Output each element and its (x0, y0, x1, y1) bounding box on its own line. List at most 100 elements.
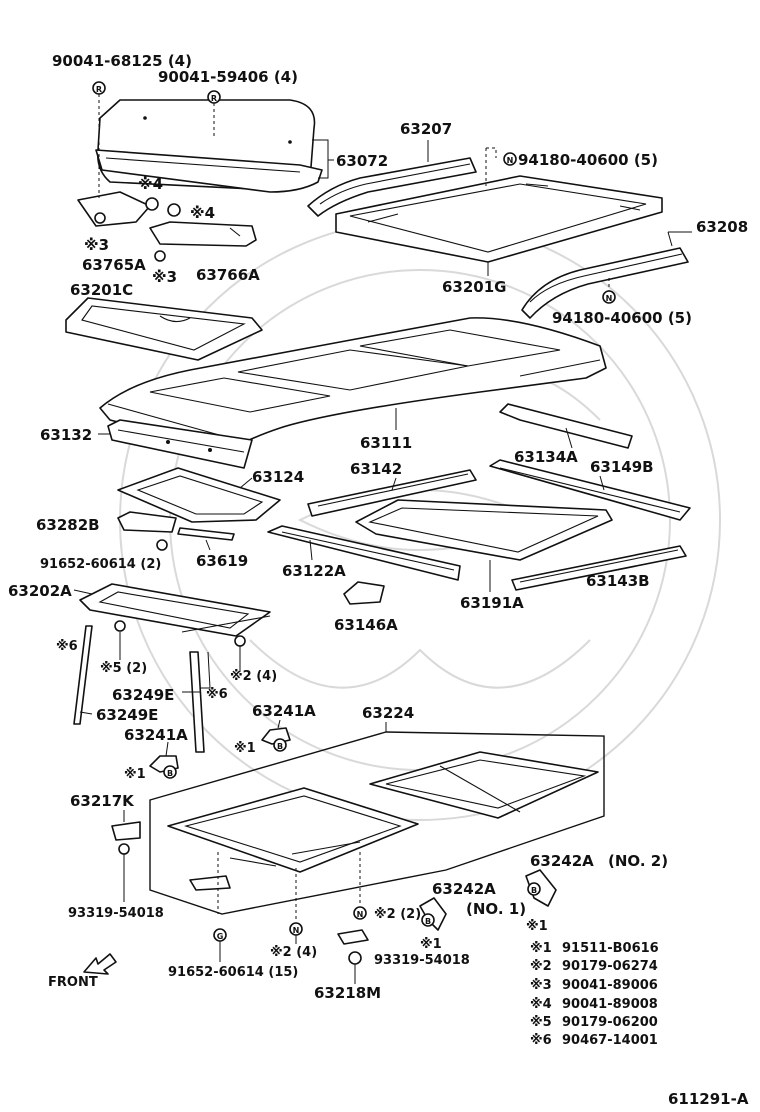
frame-63124 (117, 467, 281, 523)
callout-mark-3a: ※3 (84, 236, 109, 254)
bolt-2-upper (234, 635, 246, 647)
callout-91652-60614-2: 91652-60614 (2) (40, 557, 161, 572)
svg-text:R: R (211, 94, 217, 103)
svg-text:B: B (167, 769, 173, 778)
legend-part-3: 90041-89006 (562, 978, 658, 993)
rail-63207 (307, 157, 477, 217)
callout-63249e-right: 63249E (112, 686, 174, 704)
callout-63242a-no1: 63242A (432, 880, 496, 898)
callout-63072: 63072 (336, 152, 388, 170)
rail-63122a (267, 525, 461, 581)
svg-text:N: N (357, 910, 364, 919)
svg-text:B: B (531, 886, 537, 895)
callout-63202a: 63202A (8, 582, 72, 600)
bolt-b-no2 (527, 882, 541, 896)
callout-mark-2-lower: ※2 (4) (270, 945, 317, 960)
bolt-5 (114, 620, 126, 632)
callout-mark-1-right: ※1 (234, 741, 256, 756)
legend-mark-3: ※3 (530, 978, 552, 993)
rail-63142 (307, 469, 477, 517)
callout-mark-2-upper: ※2 (4) (230, 669, 277, 684)
bolt-b-left (163, 765, 177, 779)
callout-mark-1-left: ※1 (124, 767, 146, 782)
callout-no2: (NO. 2) (608, 852, 668, 870)
callout-mark-6b: ※6 (206, 687, 228, 702)
callout-63132: 63132 (40, 426, 92, 444)
cable-63619 (177, 527, 235, 541)
callout-mark-1-no2: ※1 (526, 919, 548, 934)
callout-93319-54018-left: 93319-54018 (68, 906, 164, 921)
callout-94180-40600-right: 94180-40600 (5) (552, 309, 692, 327)
clip-4b (167, 203, 181, 217)
callout-63208: 63208 (696, 218, 748, 236)
callout-mark-6a: ※6 (56, 639, 78, 654)
rail-63208 (521, 247, 689, 319)
legend-mark-5: ※5 (530, 1015, 552, 1030)
headliner-63111 (99, 317, 607, 451)
callout-63149b: 63149B (590, 458, 654, 476)
clip-63218m (337, 929, 369, 945)
svg-text:N: N (507, 156, 514, 165)
legend-mark-1: ※1 (530, 941, 552, 956)
legend-part-1: 91511-B0616 (562, 941, 659, 956)
bracket-63765a (77, 191, 151, 227)
callout-63217k: 63217K (70, 792, 135, 810)
callout-63191a: 63191A (460, 594, 524, 612)
bracket-63766a (149, 221, 257, 262)
cable-63249e-right (189, 651, 205, 753)
callout-63218m: 63218M (314, 984, 381, 1002)
motor-63282b (117, 511, 177, 551)
callout-mark-5: ※5 (2) (100, 661, 147, 676)
legend-part-2: 90179-06274 (562, 959, 658, 974)
callout-63146a: 63146A (334, 616, 398, 634)
legend-part-5: 90179-06200 (562, 1015, 658, 1030)
svg-text:G: G (217, 932, 224, 941)
callout-91652-60614-15: 91652-60614 (15) (168, 965, 298, 980)
callout-63201g: 63201G (442, 278, 507, 296)
svg-text:R: R (96, 85, 102, 94)
svg-text:B: B (277, 742, 283, 751)
bolt-b-no1 (421, 913, 435, 927)
panel-63201g (335, 175, 663, 263)
callout-mark-2-mid: ※2 (2) (374, 907, 421, 922)
legend-mark-6: ※6 (530, 1033, 552, 1048)
callout-63201c: 63201C (70, 281, 133, 299)
callout-63619: 63619 (196, 552, 248, 570)
tray-outline-63224 (149, 731, 605, 915)
callout-94180-40600-top: 94180-40600 (5) (518, 151, 658, 169)
callout-90041-59406: 90041-59406 (4) (158, 68, 298, 86)
callout-63142: 63142 (350, 460, 402, 478)
callout-63134a: 63134A (514, 448, 578, 466)
clip-4a (145, 197, 159, 211)
glass-frame-lower (167, 787, 419, 873)
callout-63224: 63224 (362, 704, 414, 722)
callout-63124: 63124 (252, 468, 304, 486)
callout-63282b: 63282B (36, 516, 100, 534)
bolt-s-left (118, 843, 130, 855)
clip-63217k (111, 821, 141, 841)
callout-63241a-right: 63241A (252, 702, 316, 720)
callout-mark-1-no1: ※1 (420, 937, 442, 952)
cable-63249e-left (73, 625, 93, 725)
legend-part-4: 90041-89008 (562, 997, 658, 1012)
callout-63765a: 63765A (82, 256, 146, 274)
legend-mark-4: ※4 (530, 997, 552, 1012)
callout-93319-54018-mid: 93319-54018 (374, 953, 470, 968)
svg-text:N: N (606, 294, 613, 303)
trim-63132 (107, 419, 253, 469)
callout-90041-68125: 90041-68125 (4) (52, 52, 192, 70)
legend: ※1 91511-B0616 ※2 90179-06274 ※3 90041-8… (530, 941, 659, 1048)
callout-63143b: 63143B (586, 572, 650, 590)
callout-mark-4b: ※4 (190, 204, 215, 222)
callout-63249e-left: 63249E (96, 706, 158, 724)
callout-63111: 63111 (360, 434, 412, 452)
frame-63202a (79, 583, 271, 637)
rail-63149b (489, 459, 691, 521)
legend-mark-2: ※2 (530, 959, 552, 974)
shade-63201c (65, 297, 263, 361)
callout-mark-4a: ※4 (138, 175, 163, 193)
trim-63134a (499, 403, 633, 449)
motor-63218-bracket (189, 875, 231, 891)
sunroof-glass-63072 (95, 99, 323, 193)
